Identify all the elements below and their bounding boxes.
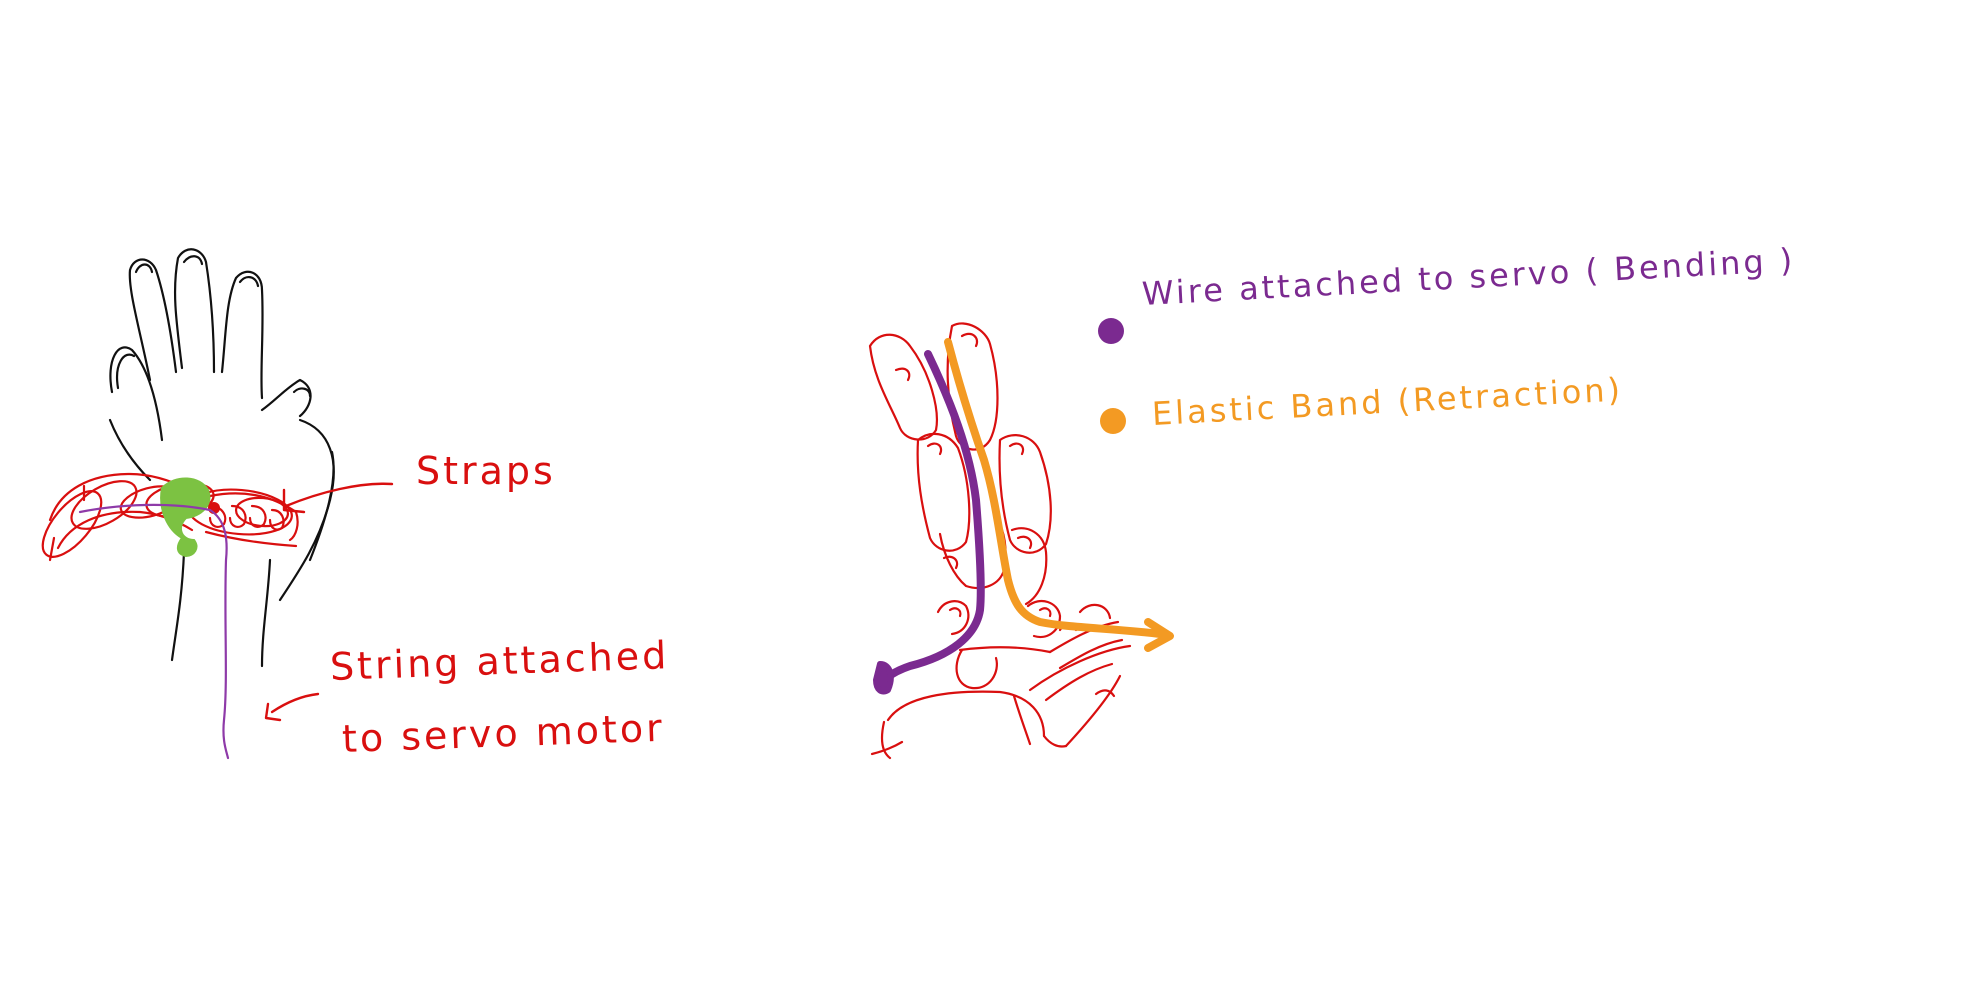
servo-string: [78, 503, 230, 760]
legend-elastic-dot: [1100, 408, 1126, 434]
string-label-line1: String attached: [329, 633, 670, 689]
string-anchor: [160, 477, 211, 558]
string-arrow: [264, 692, 320, 722]
finger-sketch: [868, 322, 1132, 760]
servo-wire-end: [873, 661, 894, 695]
elastic-band: [944, 338, 1164, 638]
servo-wire: [878, 350, 985, 686]
legend-wire-dot: [1098, 318, 1124, 344]
straps-arrow: [282, 482, 394, 514]
elastic-band-arrowhead: [1144, 618, 1174, 652]
hand-outline: [108, 248, 335, 668]
straps-label: Straps: [416, 449, 556, 493]
string-label-line2: to servo motor: [341, 705, 666, 761]
